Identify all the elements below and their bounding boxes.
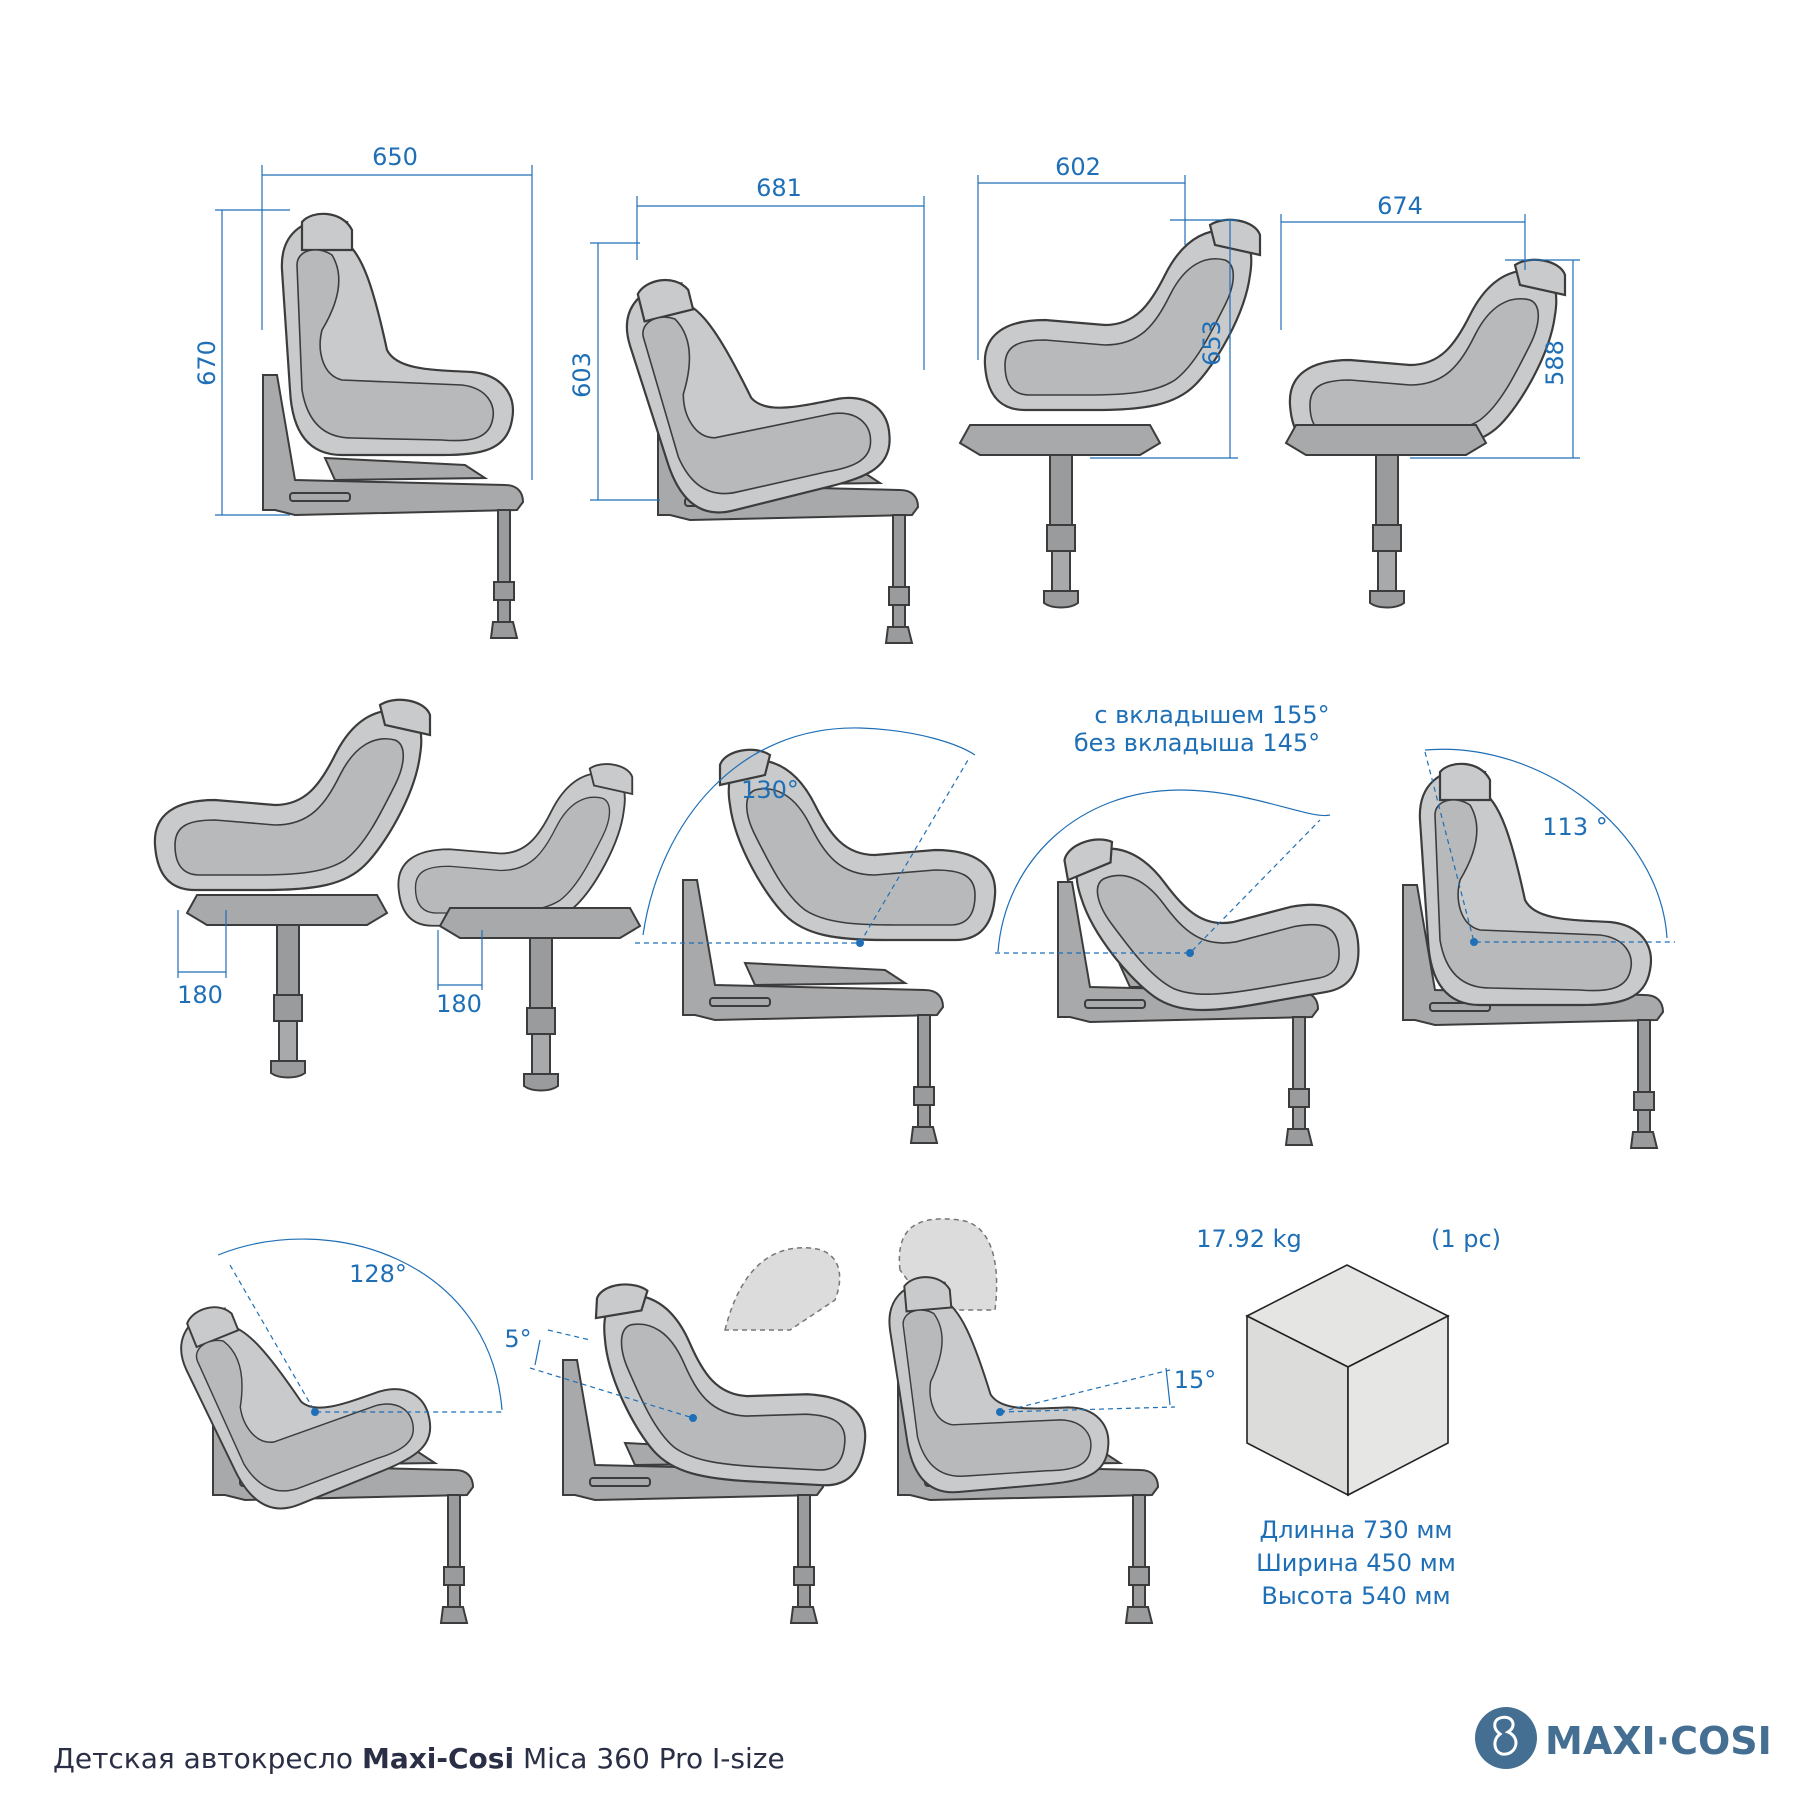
seat-recline-113: 113 ° bbox=[1402, 748, 1675, 1149]
maxi-cosi-logo: MAXI·COSI bbox=[1475, 1707, 1772, 1769]
rear-width-label: 650 bbox=[372, 143, 418, 171]
dimension-recline: 681 603 bbox=[568, 174, 925, 501]
angle-113-label: 113 ° bbox=[1542, 813, 1607, 841]
angle-with-insert-label: с вкладышем 155° bbox=[1094, 701, 1329, 729]
forward-height-label: 653 bbox=[1198, 320, 1226, 366]
dimension-rear-width: 650 670 bbox=[193, 143, 533, 516]
forward-width-label: 602 bbox=[1055, 153, 1101, 181]
angle-without-insert-label: без вкладыша 145° bbox=[1074, 729, 1320, 757]
angle-128-label: 128° bbox=[349, 1260, 407, 1288]
title-prefix: Детская автокресло bbox=[53, 1742, 362, 1775]
seat-forward-facing-a bbox=[959, 218, 1262, 609]
package-weight: 17.92 kg bbox=[1196, 1225, 1301, 1253]
seat-tilt-5: 5° bbox=[504, 1247, 874, 1624]
forward2-height-label: 588 bbox=[1541, 340, 1569, 386]
recline-height-label: 603 bbox=[568, 352, 596, 398]
footer-title: Детская автокресло Maxi-Cosi Mica 360 Pr… bbox=[53, 1742, 785, 1775]
angle-5-label: 5° bbox=[504, 1325, 531, 1353]
logo-text: MAXI·COSI bbox=[1545, 1719, 1772, 1763]
recline-width-label: 681 bbox=[756, 174, 802, 202]
rear-height-label: 670 bbox=[193, 340, 221, 386]
offset-label-a: 180 bbox=[177, 981, 223, 1009]
dimension-forward-b: 674 588 bbox=[1280, 192, 1580, 459]
package-width: Ширина 450 мм bbox=[1256, 1549, 1456, 1577]
package-height: Высота 540 мм bbox=[1261, 1582, 1450, 1610]
seat-recline-130: 130° bbox=[635, 727, 997, 1144]
title-brand: Maxi-Cosi bbox=[362, 1742, 514, 1775]
seat-tilt-15: 15° bbox=[884, 1218, 1217, 1624]
seat-rotated-180-b: 180 bbox=[397, 763, 641, 1092]
seat-rear-facing-upright bbox=[262, 212, 524, 639]
title-model: Mica 360 Pro I-size bbox=[514, 1742, 785, 1775]
package-length: Длинна 730 мм bbox=[1259, 1516, 1452, 1544]
forward2-width-label: 674 bbox=[1377, 192, 1423, 220]
seat-rotated-180-a: 180 bbox=[153, 698, 432, 1079]
angle-130-label: 130° bbox=[741, 776, 799, 804]
package-info: 17.92 kg (1 pc) Длинна 730 мм Ширина 450… bbox=[1196, 1225, 1501, 1610]
seat-recline-128: 128° bbox=[166, 1238, 505, 1624]
seat-forward-facing-b bbox=[1285, 258, 1567, 609]
package-box-icon bbox=[1245, 1264, 1450, 1497]
offset-label-b: 180 bbox=[436, 990, 482, 1018]
seat-recline-155: с вкладышем 155° без вкладыша 145° bbox=[995, 701, 1367, 1146]
seat-rear-facing-reclined bbox=[615, 234, 919, 644]
package-quantity: (1 pc) bbox=[1431, 1225, 1501, 1253]
dimension-forward-a: 602 653 bbox=[977, 153, 1238, 459]
angle-15-label: 15° bbox=[1174, 1366, 1217, 1394]
